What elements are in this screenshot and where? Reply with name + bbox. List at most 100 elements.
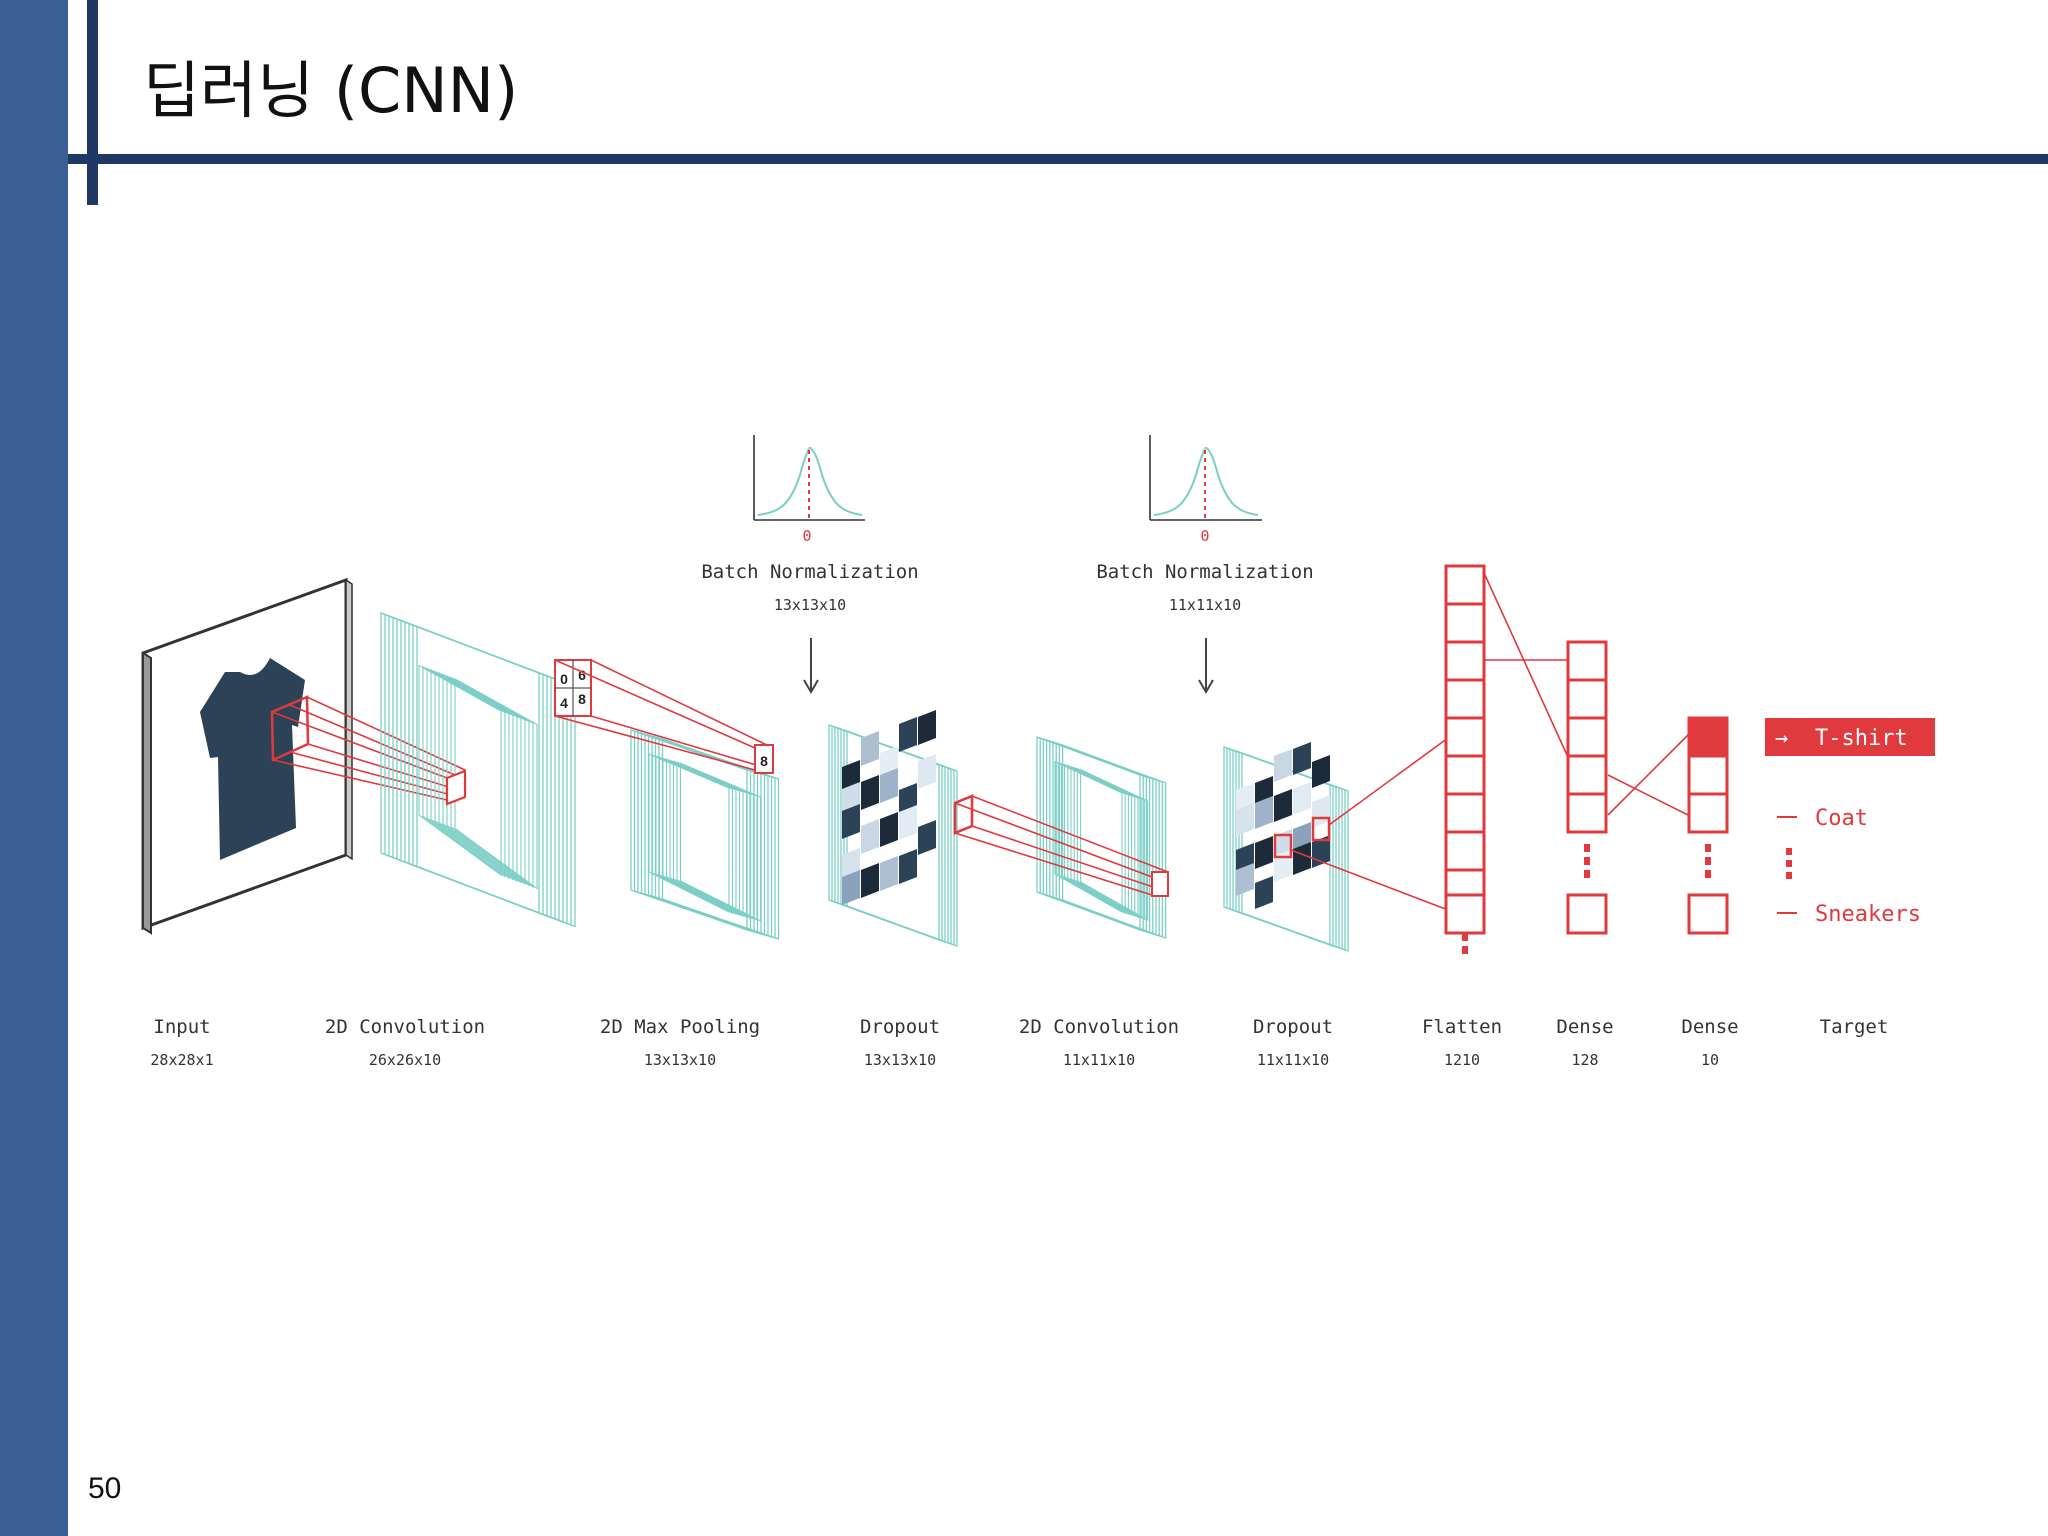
feature-map-inner <box>426 667 510 880</box>
slide-title: 딥러닝 (CNN) <box>143 54 519 127</box>
neuron-cell <box>1444 754 1486 796</box>
layer-label-dropout1: Dropout <box>860 1016 940 1038</box>
neuron-cell-last <box>1687 893 1729 935</box>
left-sidebar-band <box>0 0 68 1536</box>
layer-label-conv2: 2D Convolution <box>1019 1016 1179 1038</box>
neuron-cell <box>1566 678 1608 720</box>
dropout-cell <box>1312 795 1330 828</box>
neuron-cell <box>1444 678 1486 720</box>
dense128-column <box>1566 640 1608 935</box>
neuron-cell-last <box>1444 893 1486 935</box>
neuron-cell <box>1687 792 1729 834</box>
ellipsis-dot <box>1584 870 1590 878</box>
dropout-cell <box>1255 836 1273 869</box>
feature-map-outline <box>1061 744 1167 939</box>
pool-value-b: 6 <box>578 667 586 683</box>
feature-map-inner <box>679 762 762 922</box>
feature-map-inner <box>422 665 506 878</box>
feature-map-outline <box>416 625 576 928</box>
layer-labels: Input 28x28x1 2D Convolution 26x26x10 2D… <box>150 1016 1888 1069</box>
neuron-cell <box>1687 716 1729 758</box>
ellipsis-dot <box>1705 870 1711 878</box>
neuron-cell <box>1566 640 1608 682</box>
layer-label-dropout2: Dropout <box>1253 1016 1333 1038</box>
neuron-cell-last <box>1566 893 1608 935</box>
dense10-column <box>1687 716 1729 935</box>
feature-map-inner <box>665 758 748 918</box>
batchnorm-1: 0 Batch Normalization 13x13x10 <box>701 435 919 694</box>
dropout2-highlight <box>1273 737 1449 911</box>
dropout-cell <box>899 717 917 752</box>
target-output: → T-shirt Coat Sneakers <box>1765 718 1935 927</box>
dropout-cell <box>1236 803 1254 836</box>
dropout-cell <box>842 870 860 905</box>
feature-map-inner <box>1080 768 1149 921</box>
feature-map-inner <box>669 759 751 919</box>
pool-value-d: 8 <box>578 691 586 707</box>
dropout-cell <box>1236 863 1254 896</box>
dropout-cell <box>1255 876 1273 909</box>
dropout-cell <box>1293 782 1311 815</box>
layer-label-conv1: 2D Convolution <box>325 1016 485 1038</box>
neuron-cell <box>1566 792 1608 834</box>
layer-label-target: Target <box>1820 1016 1889 1038</box>
flatten-column <box>1444 564 1486 954</box>
feature-map-inner <box>434 670 518 883</box>
dropout-cell <box>842 804 860 839</box>
batchnorm-1-dims: 13x13x10 <box>774 596 846 614</box>
neuron-cell <box>1444 830 1486 872</box>
dropout-cell <box>880 856 898 891</box>
dropout-cell <box>1274 789 1292 822</box>
batchnorm-2: 0 Batch Normalization 11x11x10 <box>1096 435 1314 694</box>
layer-label-flatten: Flatten <box>1422 1016 1502 1038</box>
layer-dims-conv1: 26x26x10 <box>369 1051 441 1069</box>
conv1-stack <box>380 612 576 928</box>
conv1-output-cell <box>445 769 467 806</box>
feature-map-inner <box>676 761 758 921</box>
dropout-cell <box>1293 742 1311 775</box>
dropout1-stack <box>828 710 974 947</box>
neuron-cell <box>1444 564 1486 606</box>
conv2-receptive-field <box>953 794 1169 897</box>
dropout-cell <box>1293 842 1311 875</box>
ellipsis-dot <box>1705 844 1711 852</box>
conv2-stack <box>1036 736 1167 939</box>
title-vertical-rule <box>87 0 98 205</box>
feature-map-inner <box>438 671 522 884</box>
layer-dims-conv2: 11x11x10 <box>1063 1051 1135 1069</box>
feature-map-inner <box>442 673 526 886</box>
layer-label-input: Input <box>153 1016 210 1038</box>
down-arrow-icon <box>803 679 819 694</box>
target-coat-label: Coat <box>1815 806 1868 831</box>
input-image <box>141 577 466 935</box>
batchnorm-2-label: Batch Normalization <box>1096 561 1313 583</box>
dropout-cell <box>918 820 936 855</box>
layer-dims-dense10: 10 <box>1701 1051 1719 1069</box>
layer-label-maxpool: 2D Max Pooling <box>600 1016 760 1038</box>
layer-dims-dense128: 128 <box>1571 1051 1598 1069</box>
ellipsis-dot <box>1462 946 1468 954</box>
feature-map-inner <box>430 668 514 881</box>
dropout-cell <box>1312 755 1330 788</box>
dropout-cell <box>880 768 898 803</box>
neuron-cell <box>1566 716 1608 758</box>
feature-map-inner <box>672 760 755 920</box>
down-arrow-icon <box>1198 679 1214 694</box>
layer-dims-maxpool: 13x13x10 <box>644 1051 716 1069</box>
feature-map-outline <box>400 619 560 922</box>
neuron-cell <box>1444 602 1486 644</box>
neuron-cell <box>1687 754 1729 796</box>
dropout2-stack <box>1223 742 1349 952</box>
dropout-cell <box>1274 749 1292 782</box>
layer-dims-dropout1: 13x13x10 <box>864 1051 936 1069</box>
ellipsis-dot <box>1705 857 1711 865</box>
layer-label-dense10: Dense <box>1681 1016 1738 1038</box>
dropout-cell <box>861 863 879 898</box>
neuron-cell <box>1444 792 1486 834</box>
feature-map-outline <box>396 618 556 920</box>
pool-value-a: 0 <box>560 671 568 687</box>
arrow-right-icon: → <box>1775 726 1788 751</box>
dropout-cell <box>880 812 898 847</box>
batchnorm-1-label: Batch Normalization <box>701 561 918 583</box>
dropout-cell <box>861 819 879 854</box>
